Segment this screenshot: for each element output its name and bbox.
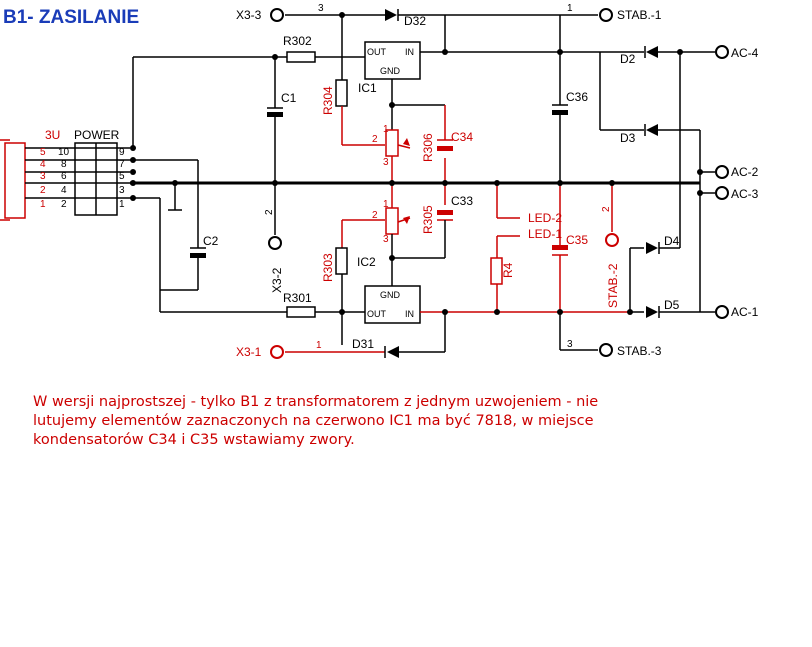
- label-d3: D3: [620, 131, 636, 145]
- svg-text:IN: IN: [405, 47, 414, 57]
- svg-text:2: 2: [264, 209, 275, 215]
- ic2-regulator: GND OUT IN: [364, 285, 421, 324]
- c1-capacitor: [267, 57, 283, 183]
- connector-3u-label: 3U: [45, 128, 60, 142]
- svg-text:4: 4: [61, 185, 67, 196]
- label-c1: C1: [281, 91, 297, 105]
- x3-1-line: [285, 346, 445, 358]
- svg-text:6: 6: [61, 171, 67, 182]
- svg-text:7: 7: [119, 159, 125, 170]
- terminal-x3-1: X3-1: [236, 345, 262, 359]
- label-r301: R301: [283, 291, 312, 305]
- c36-capacitor: [552, 15, 568, 183]
- label-d31: D31: [352, 337, 374, 351]
- terminal-circles: [268, 8, 729, 359]
- svg-text:GND: GND: [380, 66, 401, 76]
- label-r306: R306: [421, 133, 435, 162]
- terminal-x3-2: X3-2: [270, 267, 284, 293]
- label-led2: LED-2: [528, 211, 562, 225]
- terminal-ac-3: AC-3: [731, 187, 759, 201]
- svg-text:3: 3: [567, 339, 573, 350]
- svg-text:2: 2: [601, 206, 612, 212]
- assembly-note: W wersji najprostszej - tylko B1 z trans…: [33, 393, 793, 450]
- label-c36: C36: [566, 90, 588, 104]
- label-d32: D32: [404, 14, 426, 28]
- label-r302: R302: [283, 34, 312, 48]
- svg-text:OUT: OUT: [367, 47, 387, 57]
- svg-text:3: 3: [119, 185, 125, 196]
- c2-capacitor: [130, 159, 206, 312]
- terminal-x3-3: X3-3: [236, 8, 262, 22]
- svg-text:3: 3: [40, 171, 46, 182]
- svg-text:1: 1: [383, 124, 389, 135]
- schematic-title: B1- ZASILANIE: [3, 7, 139, 28]
- svg-text:10: 10: [58, 147, 70, 158]
- svg-text:2: 2: [61, 199, 67, 210]
- label-c33: C33: [451, 194, 473, 208]
- terminal-stab-2: STAB.-2: [606, 263, 620, 308]
- label-led1: LED-1: [528, 227, 562, 241]
- svg-text:2: 2: [372, 210, 378, 221]
- terminal-ac-4: AC-4: [731, 46, 759, 60]
- label-r303: R303: [321, 253, 335, 282]
- terminal-stab-3: STAB.-3: [617, 344, 662, 358]
- led-network: [490, 183, 598, 351]
- svg-text:8: 8: [61, 159, 67, 170]
- label-d5: D5: [664, 298, 680, 312]
- label-r305: R305: [421, 205, 435, 234]
- top-rail: [132, 15, 600, 148]
- label-ic1: IC1: [358, 81, 377, 95]
- svg-text:1: 1: [383, 199, 389, 210]
- svg-text:9: 9: [119, 147, 125, 158]
- terminal-ac-1: AC-1: [731, 305, 759, 319]
- label-r304: R304: [321, 86, 335, 115]
- bottom-rail: [160, 306, 630, 352]
- label-r4: R4: [501, 262, 515, 278]
- svg-text:1: 1: [567, 3, 573, 14]
- svg-text:1: 1: [119, 199, 125, 210]
- note-line-3: kondensatorów C34 i C35 wstawiamy zwory.: [33, 432, 355, 448]
- svg-text:3: 3: [383, 157, 389, 168]
- label-c35: C35: [566, 233, 588, 247]
- power-connector: [0, 139, 130, 221]
- note-line-1: W wersji najprostszej - tylko B1 z trans…: [33, 394, 599, 410]
- ic1-regulator: OUT IN GND: [364, 41, 421, 105]
- connector-power-label: POWER: [74, 128, 120, 142]
- svg-text:2: 2: [40, 185, 46, 196]
- label-c34: C34: [451, 130, 473, 144]
- svg-text:1: 1: [316, 340, 322, 351]
- svg-text:OUT: OUT: [367, 309, 387, 319]
- label-c2: C2: [203, 234, 219, 248]
- terminal-ac-2: AC-2: [731, 165, 759, 179]
- svg-text:IN: IN: [405, 309, 414, 319]
- svg-text:2: 2: [372, 134, 378, 145]
- svg-text:1: 1: [40, 199, 46, 210]
- svg-text:5: 5: [40, 147, 46, 158]
- svg-text:4: 4: [40, 159, 46, 170]
- svg-text:5: 5: [119, 171, 125, 182]
- svg-text:3: 3: [383, 234, 389, 245]
- terminal-stab-1: STAB.-1: [617, 8, 662, 22]
- svg-text:3: 3: [318, 3, 324, 14]
- label-ic2: IC2: [357, 255, 376, 269]
- x3-3-line: [285, 9, 560, 80]
- junction-dots: [130, 12, 703, 315]
- svg-text:GND: GND: [380, 290, 401, 300]
- label-d2: D2: [620, 52, 636, 66]
- note-line-2: lutujemy elementów zaznaczonych na czerw…: [33, 413, 594, 429]
- r302-body: [286, 51, 316, 63]
- r304-network: [335, 79, 453, 183]
- label-d4: D4: [664, 234, 680, 248]
